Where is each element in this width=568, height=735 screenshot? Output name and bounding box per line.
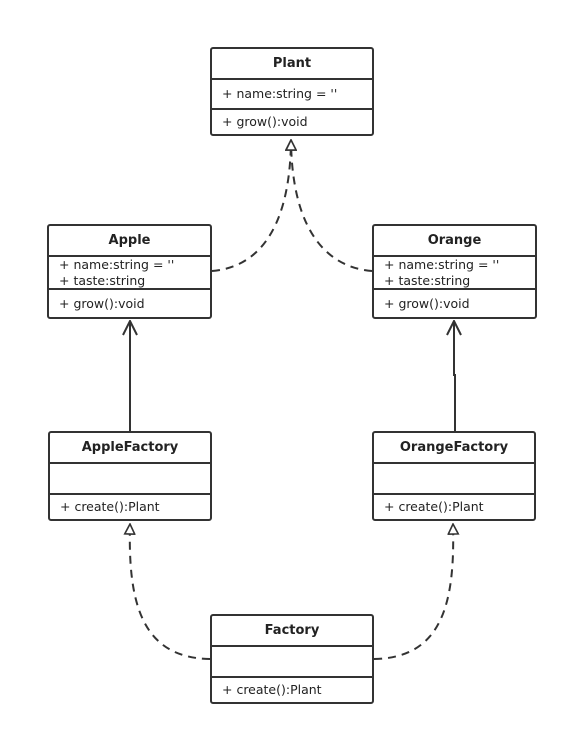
class-factory-name: Factory bbox=[212, 616, 372, 647]
class-applefactory-attributes bbox=[50, 464, 210, 495]
class-orange-attribute: + name:string = '' bbox=[384, 256, 500, 272]
class-orangefactory-name: OrangeFactory bbox=[374, 433, 534, 464]
class-factory-operation: + create():Plant bbox=[222, 682, 322, 697]
class-factory-attributes bbox=[212, 647, 372, 678]
class-plant-name: Plant bbox=[212, 49, 372, 80]
orange-to-plant-connector bbox=[291, 140, 373, 272]
class-plant-operation: + grow():void bbox=[222, 114, 308, 129]
class-plant-attributes: + name:string = '' bbox=[212, 80, 372, 110]
class-applefactory-name: AppleFactory bbox=[50, 433, 210, 464]
class-orangefactory-operation: + create():Plant bbox=[384, 499, 484, 514]
class-orange[interactable]: Orange + name:string = '' + taste:string… bbox=[372, 224, 537, 319]
class-orange-operations: + grow():void bbox=[374, 290, 535, 317]
class-orange-name: Orange bbox=[374, 226, 535, 257]
class-apple-operation: + grow():void bbox=[59, 295, 145, 311]
class-orange-attribute: + taste:string bbox=[384, 272, 471, 288]
class-apple[interactable]: Apple + name:string = '' + taste:string … bbox=[47, 224, 212, 319]
class-applefactory-operations: + create():Plant bbox=[50, 495, 210, 519]
class-applefactory[interactable]: AppleFactory + create():Plant bbox=[48, 431, 212, 521]
apple-to-plant-connector bbox=[211, 140, 291, 272]
class-plant-attribute: + name:string = '' bbox=[222, 86, 338, 101]
class-orangefactory-operations: + create():Plant bbox=[374, 495, 534, 519]
orangefactory-to-orange-connector bbox=[454, 321, 455, 432]
class-apple-attribute: + taste:string bbox=[59, 272, 146, 288]
class-apple-operations: + grow():void bbox=[49, 290, 210, 317]
class-orangefactory-attributes bbox=[374, 464, 534, 495]
class-apple-attribute: + name:string = '' bbox=[59, 256, 175, 272]
class-plant-operations: + grow():void bbox=[212, 110, 372, 134]
class-apple-attributes: + name:string = '' + taste:string bbox=[49, 257, 210, 290]
class-applefactory-operation: + create():Plant bbox=[60, 499, 160, 514]
class-factory-operations: + create():Plant bbox=[212, 678, 372, 702]
class-orange-operation: + grow():void bbox=[384, 295, 470, 311]
class-factory[interactable]: Factory + create():Plant bbox=[210, 614, 374, 704]
class-plant[interactable]: Plant + name:string = '' + grow():void bbox=[210, 47, 374, 136]
class-orangefactory[interactable]: OrangeFactory + create():Plant bbox=[372, 431, 536, 521]
factory-to-applefactory-connector bbox=[130, 524, 211, 660]
factory-to-orangefactory-connector bbox=[373, 524, 453, 660]
class-orange-attributes: + name:string = '' + taste:string bbox=[374, 257, 535, 290]
class-apple-name: Apple bbox=[49, 226, 210, 257]
